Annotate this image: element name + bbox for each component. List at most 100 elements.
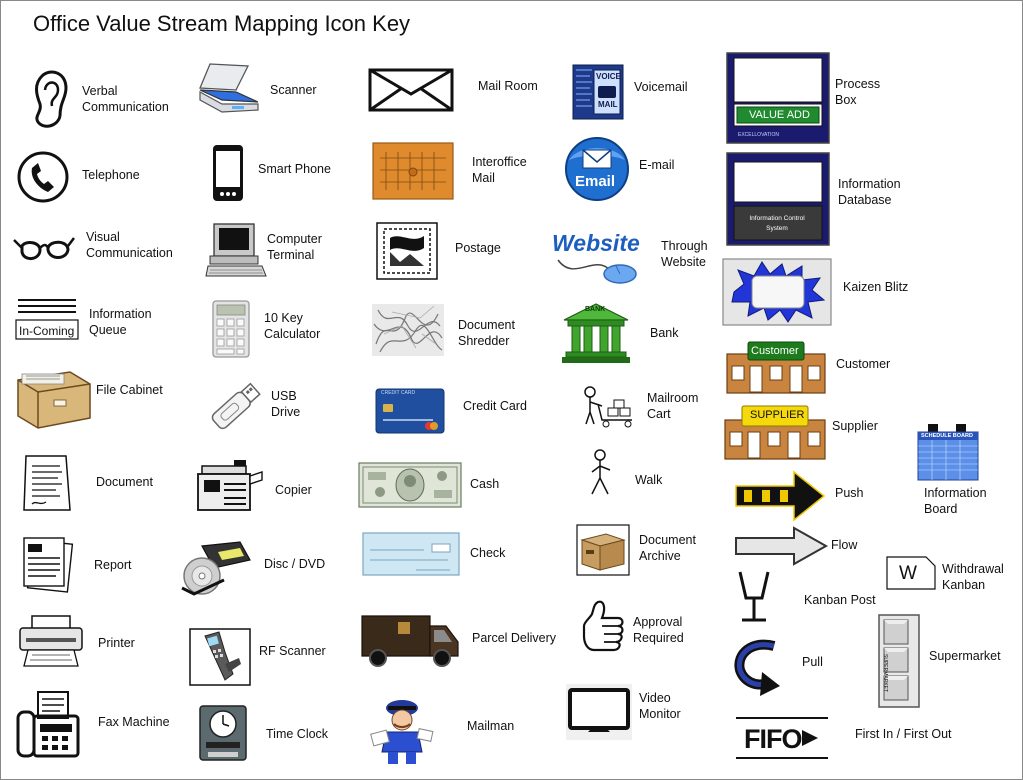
first-in-first-out-label: First In / First Out	[855, 727, 952, 741]
push-arrow-icon	[735, 470, 826, 522]
supermarket-label: Supermarket	[929, 649, 1001, 663]
process-box-label: Process Box	[835, 77, 881, 107]
information-database-icon	[726, 152, 830, 246]
postage-stamp-icon	[376, 222, 438, 280]
voicemail-mail-text: MAIL	[598, 100, 618, 109]
website-mouse-icon	[557, 259, 637, 284]
supermarket-icon	[878, 614, 920, 708]
voicemail-icon	[572, 64, 624, 120]
document-archive-icon	[576, 524, 630, 576]
shredder-icon	[372, 304, 444, 356]
file-cabinet-icon	[17, 371, 91, 429]
scanner-icon	[199, 63, 259, 113]
eyeglasses-icon	[13, 237, 75, 260]
kanban-post-label: Kanban Post	[804, 593, 876, 607]
ear-icon	[35, 70, 68, 128]
copier-label: Copier	[275, 483, 312, 497]
email-label: E-mail	[639, 158, 675, 172]
smart-phone-label: Smart Phone	[258, 162, 331, 176]
kaizen-blitz-label: Kaizen Blitz	[843, 280, 909, 294]
value-add-text: VALUE ADD	[749, 109, 810, 121]
walk-icon	[591, 449, 611, 495]
voicemail-label: Voicemail	[634, 80, 688, 94]
customer-sign-text: Customer	[751, 345, 799, 357]
visual-communication-label: Visual Communication	[86, 230, 173, 260]
supplier-label: Supplier	[832, 419, 878, 433]
fifo-lane-icon	[736, 717, 828, 759]
delivery-truck-icon	[361, 615, 459, 667]
walk-label: Walk	[635, 473, 663, 487]
information-control-system-text: Information Control System	[749, 215, 805, 232]
file-cabinet-label: File Cabinet	[96, 383, 163, 397]
computer-terminal-icon	[205, 223, 267, 277]
information-board-label: Information Board	[924, 486, 987, 516]
fax-machine-icon	[16, 691, 80, 758]
cash-label: Cash	[470, 477, 500, 491]
parcel-delivery-label: Parcel Delivery	[472, 631, 557, 645]
mailman-label: Mailman	[467, 719, 515, 733]
copier-icon	[197, 460, 263, 511]
kaizen-blitz-icon	[722, 258, 832, 326]
pull-label: Pull	[802, 655, 823, 669]
fifo-text: FIFO	[744, 724, 802, 754]
document-label: Document	[96, 475, 153, 489]
smart-phone-icon	[213, 145, 243, 201]
check-label: Check	[470, 546, 506, 560]
telephone-label: Telephone	[82, 168, 140, 182]
page-title: Office Value Stream Mapping Icon Key	[33, 11, 411, 36]
mail-room-label: Mail Room	[478, 79, 538, 93]
withdrawal-kanban-w: W	[899, 563, 917, 584]
process-box-icon	[726, 52, 830, 144]
withdrawal-kanban-label: Withdrawal Kanban	[942, 562, 1004, 592]
report-label: Report	[94, 558, 132, 572]
printer-label: Printer	[98, 636, 135, 650]
through-website-label: Through Website	[661, 239, 708, 269]
rf-scanner-label: RF Scanner	[259, 644, 326, 658]
credit-card-chip-text: CREDIT CARD	[381, 390, 416, 396]
time-clock-icon	[199, 705, 247, 761]
bank-sign-text: BANK	[585, 306, 606, 313]
document-archive-label: Document Archive	[639, 533, 696, 563]
fax-machine-label: Fax Machine	[98, 715, 170, 729]
information-queue-label: Information Queue	[89, 307, 152, 337]
mailroom-cart-label: Mailroom Cart	[647, 391, 699, 421]
process-box-footer-text: EXCELLOVATION	[738, 132, 779, 138]
document-shredder-label: Document Shredder	[458, 318, 515, 348]
schedule-board-icon	[917, 424, 979, 481]
supermarket-side-text: SUPERMARKET	[882, 654, 888, 693]
withdrawal-kanban-icon	[886, 556, 936, 590]
schedule-board-text: SCHEDULE BOARD	[921, 433, 973, 439]
supplier-sign-text: SUPPLIER	[750, 409, 805, 421]
flow-label: Flow	[831, 538, 858, 552]
calculator-icon	[212, 300, 250, 358]
telephone-icon	[17, 151, 69, 203]
supplier-building-icon	[724, 405, 826, 460]
computer-terminal-label: Computer Terminal	[267, 232, 322, 262]
approval-required-label: Approval Required	[633, 615, 684, 645]
video-monitor-label: Video Monitor	[639, 691, 681, 721]
voicemail-voice-text: VOICE	[596, 72, 621, 81]
interoffice-envelope-icon	[372, 142, 454, 200]
bank-icon	[562, 303, 630, 363]
email-badge-text: Email	[575, 173, 616, 190]
report-icon	[23, 537, 74, 593]
credit-card-label: Credit Card	[463, 399, 527, 413]
disc-dvd-icon	[181, 541, 251, 596]
time-clock-label: Time Clock	[266, 727, 329, 741]
mailroom-cart-icon	[584, 386, 632, 428]
document-icon	[23, 455, 71, 511]
mailman-icon	[370, 700, 434, 764]
credit-card-icon	[375, 388, 445, 434]
in-coming-tag: In-Coming	[19, 324, 75, 338]
customer-label: Customer	[836, 357, 891, 371]
check-icon	[362, 532, 460, 576]
usb-drive-label: USB Drive	[271, 389, 301, 419]
website-word: Website	[552, 230, 640, 256]
verbal-communication-label: Verbal Communication	[82, 84, 169, 114]
rf-scanner-icon	[189, 628, 251, 686]
calculator-label: 10 Key Calculator	[264, 311, 321, 341]
information-queue-icon	[15, 299, 79, 340]
usb-drive-icon	[211, 382, 261, 430]
cash-icon	[358, 462, 462, 508]
envelope-icon	[368, 68, 454, 112]
